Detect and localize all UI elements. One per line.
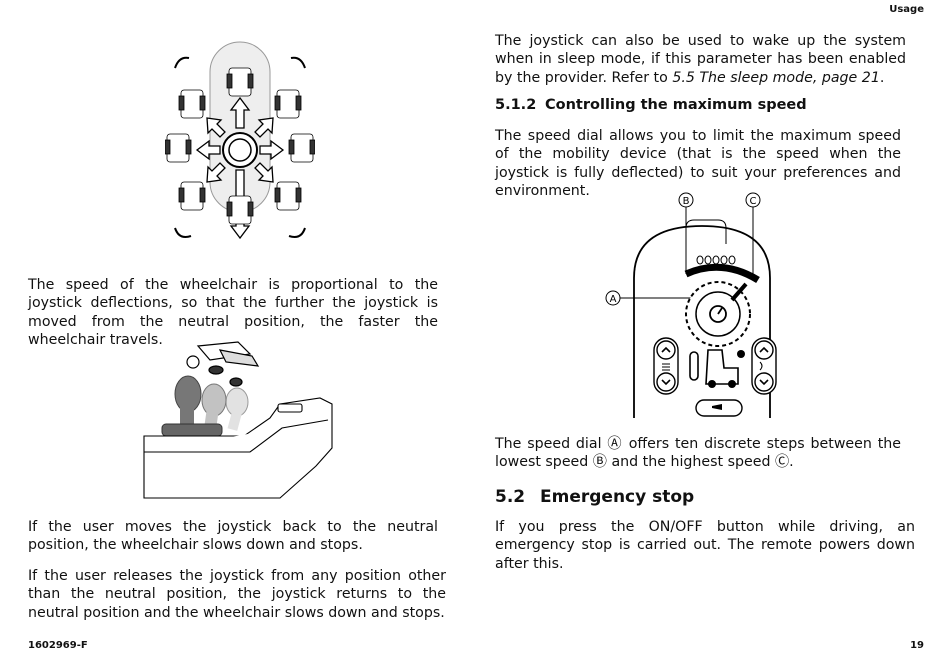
paragraph-speed-dial-intro: The speed dial allows you to limit the m… <box>495 128 901 200</box>
callout-b: B <box>683 196 690 207</box>
document-id: 1602969-F <box>28 640 88 651</box>
callout-c: C <box>750 196 757 207</box>
paragraph-emergency-stop: If you press the ON/OFF button while dri… <box>495 519 915 572</box>
speed-dial-figure: B C A <box>598 188 808 420</box>
callout-a: A <box>610 294 617 305</box>
running-header: Usage <box>889 4 924 15</box>
heading-controlling-max-speed: 5.1.2 Controlling the maximum speed <box>495 97 807 113</box>
paragraph-joystick-release: If the user releases the joystick from a… <box>28 568 446 621</box>
heading-title: Emergency stop <box>540 487 695 507</box>
heading-number: 5.1.2 <box>495 97 537 113</box>
joystick-directions-figure <box>164 28 316 260</box>
wake-up-text: The joystick can also be used to wake up… <box>495 33 906 86</box>
paragraph-joystick-back: If the user moves the joystick back to t… <box>28 519 438 554</box>
heading-title: Controlling the maximum speed <box>545 97 807 113</box>
paragraph-wake-up: The joystick can also be used to wake up… <box>495 32 906 87</box>
paragraph-speed-proportional: The speed of the wheelchair is proportio… <box>28 277 438 349</box>
wake-up-end: . <box>879 69 885 86</box>
page-number: 19 <box>910 640 924 651</box>
joystick-deflection-figure <box>140 340 340 500</box>
paragraph-speed-dial-steps: The speed dial Ⓐ offers ten discrete ste… <box>495 436 901 471</box>
sleep-mode-reference[interactable]: 5.5 The sleep mode, page 21 <box>672 69 880 86</box>
heading-emergency-stop: 5.2 Emergency stop <box>495 487 694 507</box>
heading-number: 5.2 <box>495 487 526 507</box>
